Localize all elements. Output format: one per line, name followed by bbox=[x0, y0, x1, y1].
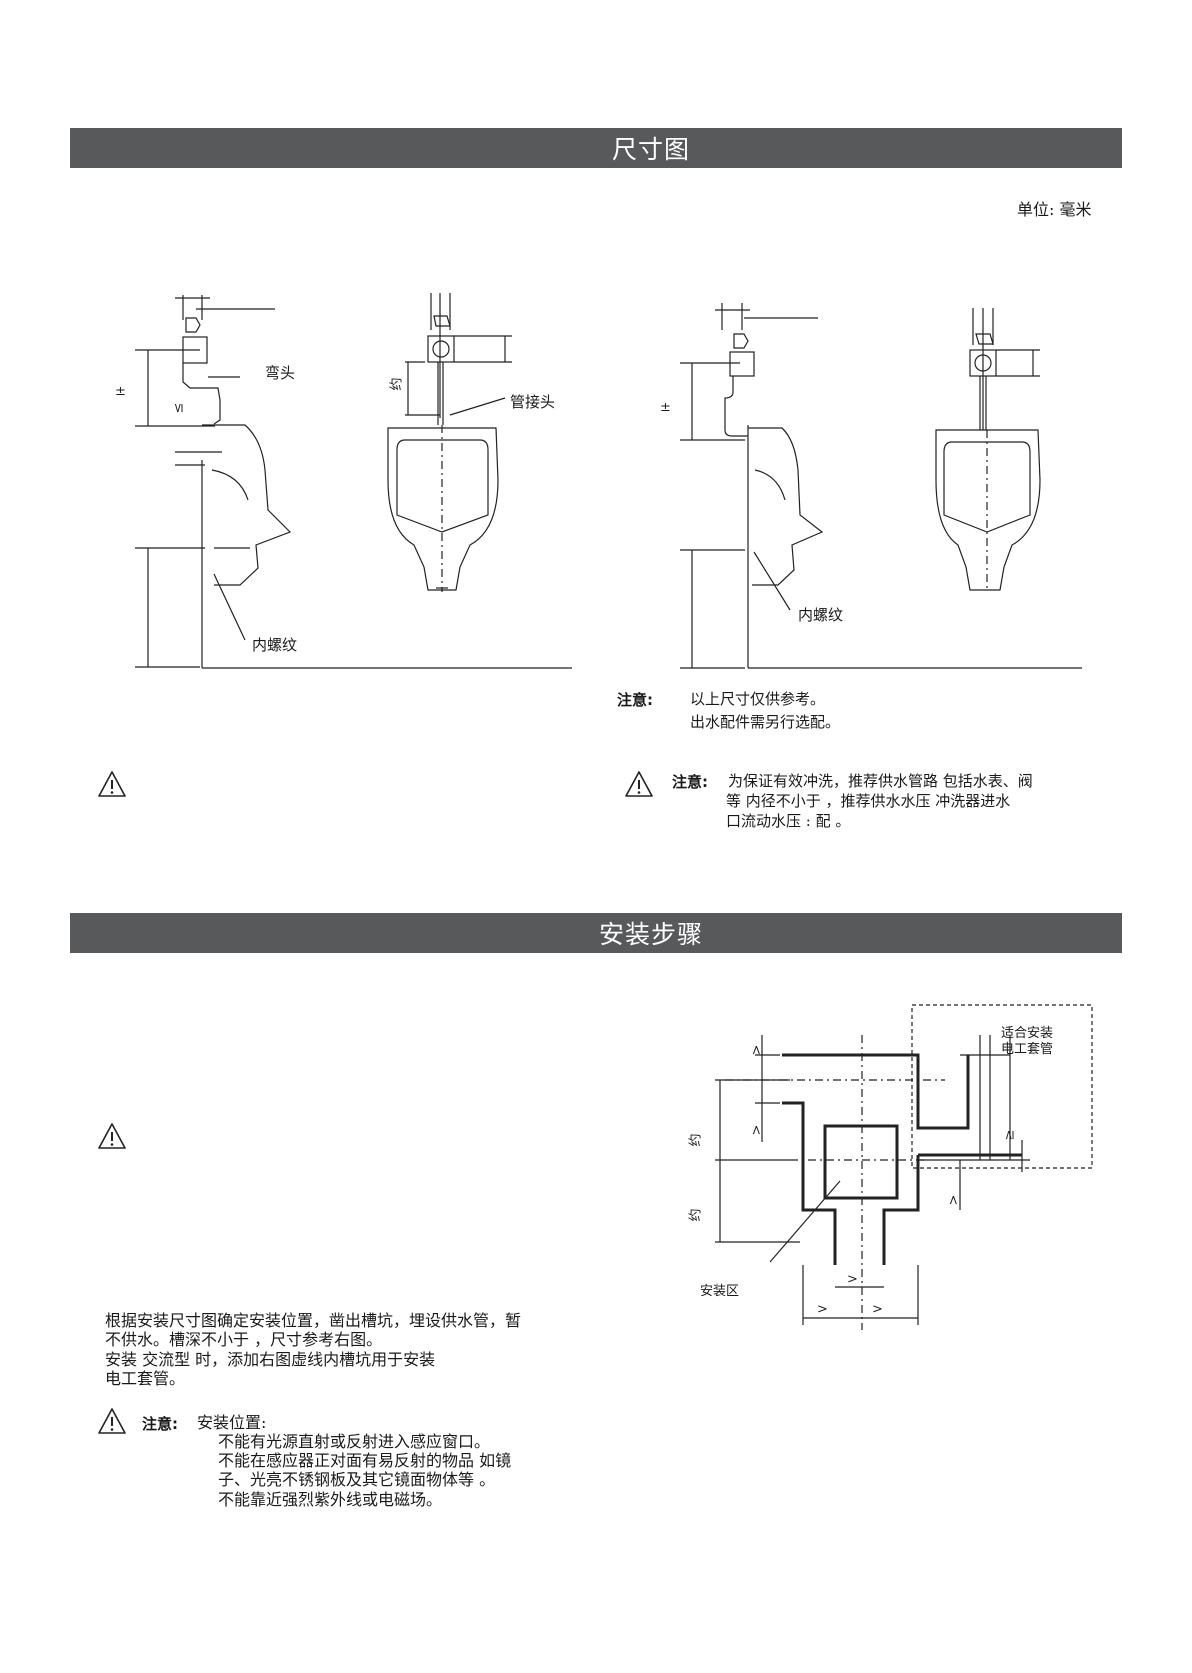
unit-label: 单位: 毫米 bbox=[1017, 200, 1092, 219]
label-plus-minus-right: ± bbox=[660, 400, 671, 415]
note-label: 注意: bbox=[142, 1415, 178, 1433]
warning-icon bbox=[98, 1123, 126, 1149]
label-approx: 约 bbox=[688, 1208, 704, 1222]
label-conduit: 电工套管 bbox=[1001, 1042, 1054, 1057]
step-text: 安装 交流型 时，添加右图虚线内槽坑用于安装 bbox=[105, 1350, 436, 1369]
note-line: 以上尺寸仅供参考。 bbox=[690, 690, 826, 708]
label-greater-than: > bbox=[946, 1194, 962, 1206]
position-note-item: 不能有光源直射或反射进入感应窗口。 bbox=[218, 1432, 491, 1451]
section-banner-install-steps: 安装步骤 bbox=[70, 913, 1122, 953]
note-line: 出水配件需另行选配。 bbox=[690, 713, 841, 731]
warning-icon bbox=[98, 771, 126, 797]
step-text: 根据安装尺寸图确定安装位置，凿出槽坑，埋设供水管，暂 bbox=[105, 1311, 522, 1330]
note-line: 等 内径不小于 ，推荐供水水压 冲洗器进水 bbox=[726, 792, 1011, 810]
label-greater-than: > bbox=[749, 1124, 765, 1136]
note-label: 注意: bbox=[672, 773, 708, 791]
warning-icon bbox=[625, 771, 653, 797]
label-elbow: 弯头 bbox=[265, 364, 296, 382]
label-greater-equal: ≥ bbox=[1002, 1129, 1018, 1141]
note-label: 注意: bbox=[617, 691, 653, 709]
section-banner-dimensions: 尺寸图 bbox=[70, 128, 1122, 168]
label-greater-than: > bbox=[872, 1302, 883, 1317]
label-greater-than: > bbox=[847, 1272, 858, 1287]
label-greater-than: > bbox=[817, 1302, 828, 1317]
position-note-item: 子、光亮不锈钢板及其它镜面物体等 。 bbox=[218, 1470, 496, 1489]
step-text: 不供水。槽深不小于 ，尺寸参考右图。 bbox=[105, 1330, 383, 1349]
note-line: 为保证有效冲洗，推荐供水管路 包括水表、阀 bbox=[728, 772, 1033, 790]
label-female-thread: 内螺纹 bbox=[252, 636, 298, 654]
label-install-area: 安装区 bbox=[700, 1284, 740, 1299]
label-pipe-joint: 管接头 bbox=[510, 393, 556, 411]
position-note-item: 不能靠近强烈紫外线或电磁场。 bbox=[218, 1490, 443, 1509]
label-greater-than: > bbox=[749, 1044, 765, 1056]
section-title: 尺寸图 bbox=[611, 135, 690, 164]
label-female-thread-right: 内螺纹 bbox=[798, 606, 844, 624]
position-note-title: 安装位置: bbox=[197, 1413, 267, 1432]
label-plus-minus: ± bbox=[115, 384, 126, 399]
label-approx: 约 bbox=[688, 1133, 704, 1147]
label-conduit: 适合安装 bbox=[1001, 1026, 1054, 1041]
warning-icon bbox=[98, 1408, 126, 1434]
step-text: 电工套管。 bbox=[105, 1369, 186, 1388]
section-title: 安装步骤 bbox=[598, 920, 703, 949]
note-line: 口流动水压 : 配 。 bbox=[726, 812, 851, 830]
position-note-item: 不能在感应器正对面有易反射的物品 如镜 bbox=[218, 1451, 512, 1470]
